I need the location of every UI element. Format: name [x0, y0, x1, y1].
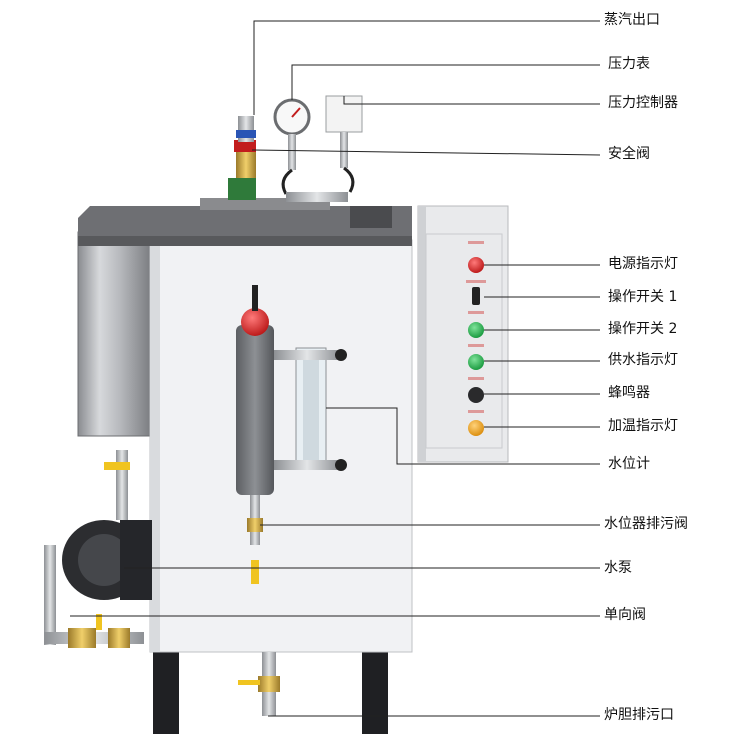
label-heating-light: 加温指示灯 — [608, 418, 678, 434]
label-furnace-drain: 炉胆排污口 — [604, 707, 674, 723]
leader-lines — [70, 20, 601, 717]
left-leg — [153, 652, 179, 734]
switch-2-lamp — [468, 322, 484, 338]
label-pressure-controller: 压力控制器 — [608, 95, 678, 111]
level-column — [236, 325, 274, 495]
label-switch-1: 操作开关 1 — [608, 289, 678, 305]
side-tank — [77, 231, 151, 437]
water-supply-lamp — [468, 354, 484, 370]
label-steam-outlet: 蒸汽出口 — [604, 12, 660, 28]
buzzer-unit — [468, 387, 484, 403]
label-switch-2: 操作开关 2 — [608, 321, 678, 337]
steam-boiler-illustration — [44, 95, 509, 734]
label-water-supply-light: 供水指示灯 — [608, 352, 678, 368]
label-buzzer: 蜂鸣器 — [608, 385, 650, 401]
label-water-gauge: 水位计 — [608, 456, 650, 472]
label-pressure-gauge: 压力表 — [608, 56, 650, 72]
boiler-body — [149, 239, 413, 653]
power-light-lamp — [468, 257, 484, 273]
leader-safety-valve — [251, 149, 601, 156]
label-water-pump: 水泵 — [604, 560, 632, 576]
right-leg — [362, 652, 388, 734]
leader-pressure-gauge — [291, 64, 600, 100]
leader-steam-outlet — [253, 20, 600, 115]
control-box — [417, 205, 509, 463]
label-level-drain-valve: 水位器排污阀 — [604, 516, 688, 532]
label-safety-valve: 安全阀 — [608, 146, 650, 162]
leader-pressure-controller — [343, 96, 600, 105]
label-power-light: 电源指示灯 — [608, 256, 678, 272]
leader-water-gauge — [326, 407, 600, 465]
label-check-valve: 单向阀 — [604, 607, 646, 623]
heating-lamp — [468, 420, 484, 436]
